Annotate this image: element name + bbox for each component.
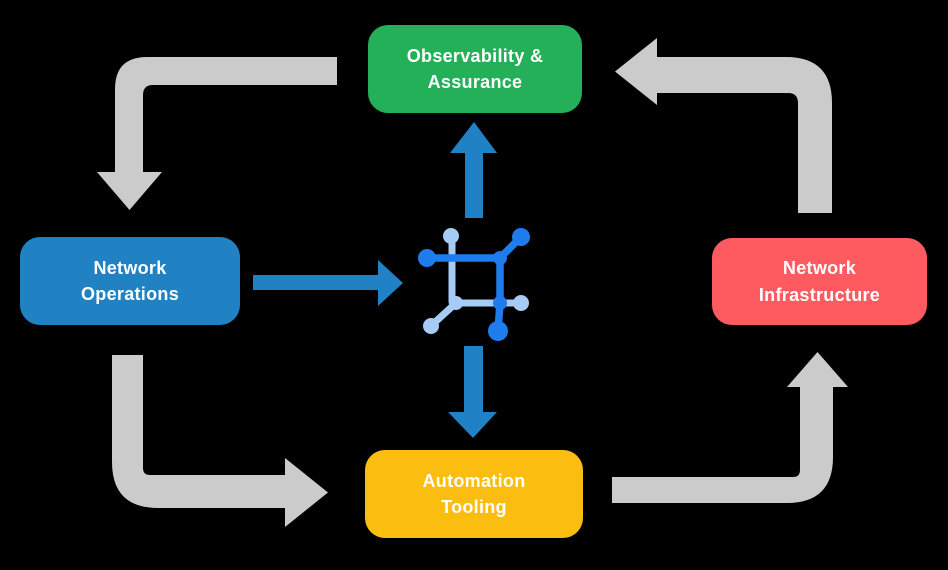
network-icon-node-light: [423, 318, 439, 334]
arrow-operations-to-platform: [253, 260, 403, 306]
node-observability-assurance: Observability & Assurance: [368, 25, 582, 113]
network-icon-node-dark: [488, 321, 508, 341]
network-icon-junction-light: [449, 296, 463, 310]
arrow-operations-to-automation: [112, 355, 328, 527]
arrow-platform-to-observability: [450, 122, 497, 218]
arrow-platform-to-automation: [448, 346, 497, 438]
node-operations-label: Network Operations: [80, 257, 180, 304]
node-observability-label: Observability & Assurance: [406, 45, 544, 92]
network-icon-node-light: [443, 228, 459, 244]
network-icon-node-dark: [512, 228, 530, 246]
network-icon-junction-dark: [493, 296, 507, 310]
arrow-automation-to-infrastructure: [612, 352, 848, 503]
node-infrastructure-label: Network Infrastructure: [758, 258, 881, 305]
node-network-operations: Network Operations: [20, 237, 240, 325]
network-icon-junction-dark: [493, 251, 507, 265]
node-network-infrastructure: Network Infrastructure: [712, 238, 927, 325]
network-icon-node-light: [513, 295, 529, 311]
node-automation-tooling: Automation Tooling: [365, 450, 583, 538]
node-automation-label: Automation Tooling: [422, 470, 526, 517]
arrow-observability-to-operations: [97, 57, 337, 210]
arrow-infrastructure-to-observability: [615, 38, 832, 213]
network-icon-node-dark: [418, 249, 436, 267]
network-mesh-icon: [418, 228, 530, 341]
